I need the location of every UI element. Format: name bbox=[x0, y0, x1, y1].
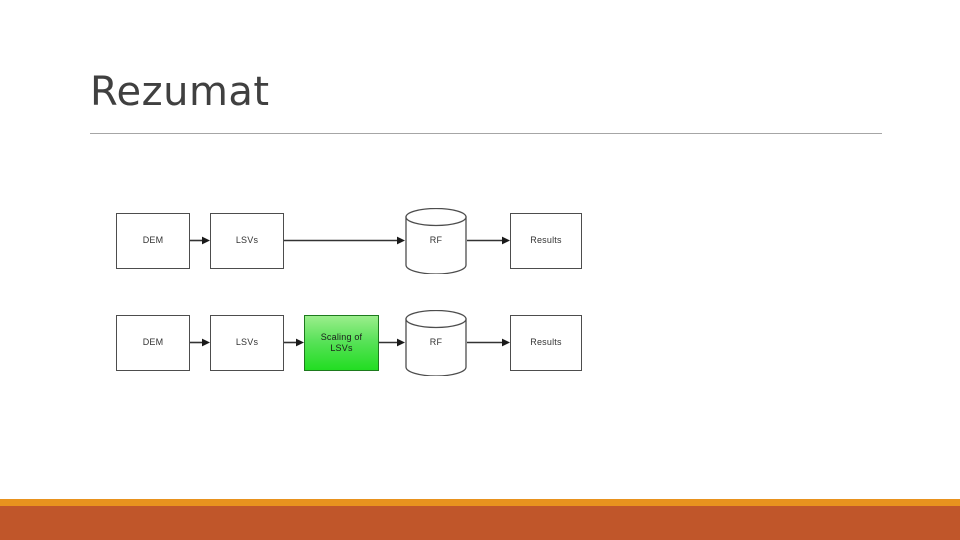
flow-row-baseline: DEM LSVs RF bbox=[0, 208, 960, 274]
accent-band-thick bbox=[0, 506, 960, 540]
node-rf-1[interactable]: RF bbox=[405, 208, 467, 274]
database-cylinder-icon bbox=[405, 310, 467, 376]
node-rf-2-label: RF bbox=[429, 337, 443, 348]
node-rf-1-label: RF bbox=[429, 235, 443, 246]
database-cylinder-icon bbox=[405, 208, 467, 274]
connector-rf2-to-results2 bbox=[467, 337, 510, 348]
accent-band-thin bbox=[0, 499, 960, 506]
connector-dem2-to-lsvs2 bbox=[190, 337, 210, 348]
node-scaling-label-line1: Scaling of bbox=[320, 331, 363, 342]
node-results-1[interactable]: Results bbox=[510, 213, 582, 269]
node-scaling-of-lsvs[interactable]: Scaling of LSVs bbox=[304, 315, 379, 371]
flow-row-scaled: DEM LSVs Scaling of LSVs bbox=[0, 310, 960, 376]
node-lsvs-1[interactable]: LSVs bbox=[210, 213, 284, 269]
title-divider bbox=[90, 133, 882, 134]
node-lsvs-2[interactable]: LSVs bbox=[210, 315, 284, 371]
node-scaling-label-line2: LSVs bbox=[330, 343, 353, 353]
connector-lsvs1-to-rf1 bbox=[284, 235, 405, 246]
node-dem-2[interactable]: DEM bbox=[116, 315, 190, 371]
connector-dem1-to-lsvs1 bbox=[190, 235, 210, 246]
node-rf-2[interactable]: RF bbox=[405, 310, 467, 376]
connector-rf1-to-results1 bbox=[467, 235, 510, 246]
page-title: Rezumat bbox=[90, 69, 270, 115]
connector-lsvs2-to-scaling bbox=[284, 337, 304, 348]
node-results-2[interactable]: Results bbox=[510, 315, 582, 371]
connector-scaling-to-rf2 bbox=[379, 337, 405, 348]
node-dem-1[interactable]: DEM bbox=[116, 213, 190, 269]
